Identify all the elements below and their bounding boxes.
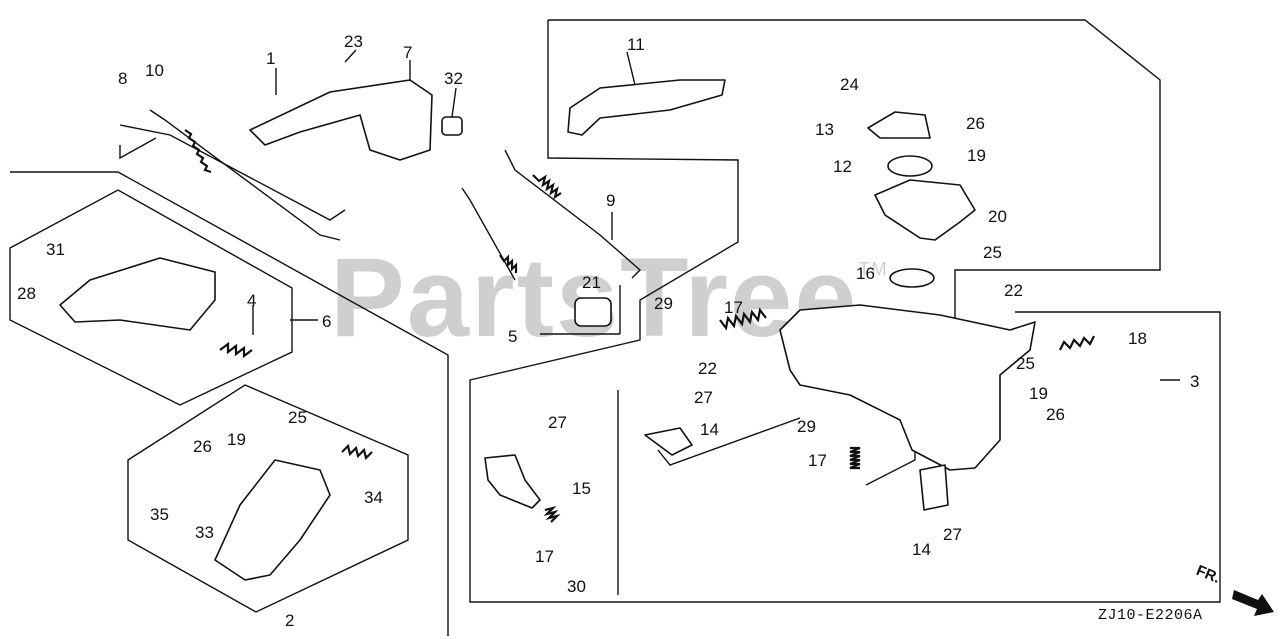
clip-part-14b: [919, 464, 949, 511]
callout-33: 33: [195, 523, 214, 542]
front-direction-arrow: [1232, 590, 1274, 616]
callout-29b: 29: [797, 417, 816, 436]
callout-22b: 22: [698, 359, 717, 378]
clip-part-14: [644, 427, 693, 456]
callout-28: 28: [17, 284, 36, 303]
callout-14b: 14: [912, 540, 931, 559]
bracket-part-15: [484, 454, 541, 509]
callout-34: 34: [364, 488, 383, 507]
callout-3: 3: [1190, 372, 1199, 391]
callout-25c: 25: [1016, 354, 1035, 373]
callout-5: 5: [508, 327, 517, 346]
callout-1: 1: [266, 49, 275, 68]
callout-17c: 17: [535, 547, 554, 566]
bracket-part-7: [249, 79, 433, 161]
parts: [59, 79, 1036, 581]
callout-18: 18: [1128, 329, 1147, 348]
callout-16: 16: [856, 264, 875, 283]
callout-12: 12: [833, 157, 852, 176]
callout-15: 15: [572, 479, 591, 498]
callout-24: 24: [840, 75, 859, 94]
base-part-3: [779, 304, 1036, 471]
callout-27b: 27: [694, 388, 713, 407]
callout-35: 35: [150, 505, 169, 524]
callout-30: 30: [567, 577, 586, 596]
callout-9: 9: [606, 191, 615, 210]
callout-14a: 14: [700, 420, 719, 439]
callout-25b: 25: [983, 243, 1002, 262]
callout-19c: 19: [1029, 384, 1048, 403]
plate-part-11: [567, 79, 726, 136]
callout-7: 7: [403, 43, 412, 62]
callout-26b: 26: [966, 114, 985, 133]
callout-17b: 17: [808, 451, 827, 470]
rods: [119, 109, 642, 281]
callout-21: 21: [582, 273, 601, 292]
callout-32: 32: [444, 69, 463, 88]
washer-12: [887, 155, 933, 177]
callout-25a: 25: [288, 408, 307, 427]
callout-19b: 19: [967, 146, 986, 165]
callout-23: 23: [344, 32, 363, 51]
callout-13: 13: [815, 120, 834, 139]
callout-17a: 17: [724, 298, 743, 317]
callout-27c: 27: [943, 525, 962, 544]
washer-16: [889, 268, 935, 288]
callout-2: 2: [285, 611, 294, 630]
callout-26c: 26: [1046, 405, 1065, 424]
callout-8: 8: [118, 69, 127, 88]
callout-20: 20: [988, 207, 1007, 226]
callout-29a: 29: [654, 294, 673, 313]
plate-part-13: [867, 111, 931, 139]
collar-21: [574, 297, 612, 327]
callout-11: 11: [627, 35, 645, 54]
callout-26a: 26: [193, 437, 212, 456]
callout-4: 4: [247, 291, 256, 310]
lever-part-2: [214, 459, 331, 581]
callout-10: 10: [145, 61, 164, 80]
diagram-code: ZJ10-E2206A: [1098, 607, 1203, 624]
nut-32: [441, 116, 463, 136]
callout-6: 6: [322, 312, 331, 331]
callouts: 1 2 3 4 5 6 7 8 9 10 11 12 13 14 14 15 1…: [17, 32, 1199, 630]
callout-19a: 19: [227, 430, 246, 449]
callout-31: 31: [46, 240, 65, 259]
leader-lines: [252, 49, 1180, 381]
lever-part-20: [874, 179, 976, 241]
callout-22a: 22: [1004, 281, 1023, 300]
bracket-part-6: [59, 257, 216, 331]
callout-27a: 27: [548, 413, 567, 432]
